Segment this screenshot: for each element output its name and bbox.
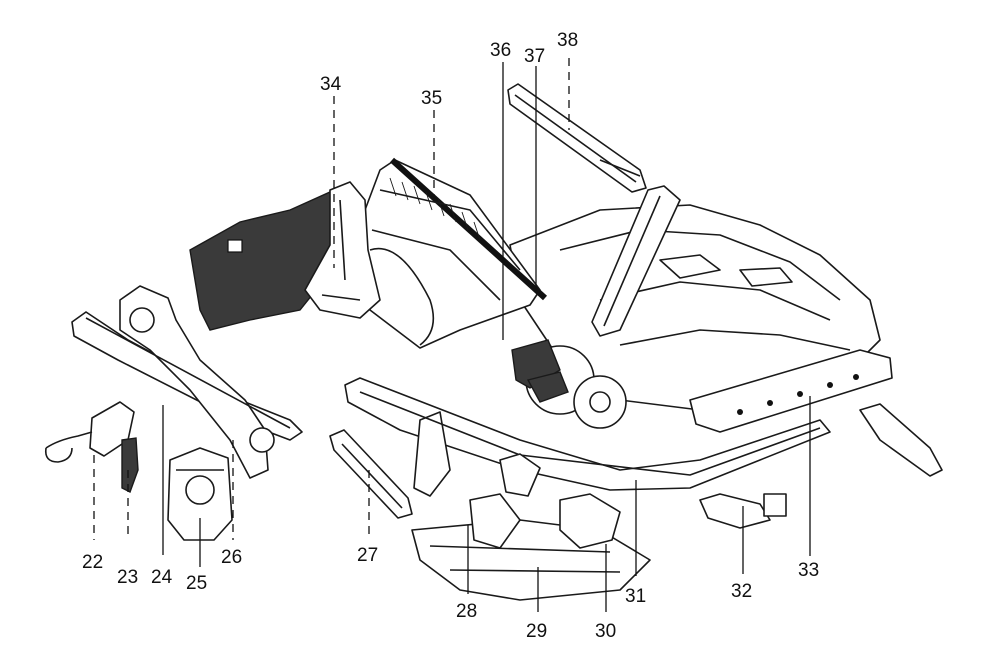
callout-36: 36 bbox=[490, 40, 511, 61]
floor-pan bbox=[509, 204, 881, 411]
part-38-cross-member bbox=[507, 83, 647, 193]
part-37-mount bbox=[526, 371, 569, 403]
callout-26: 26 bbox=[221, 547, 242, 568]
part-24-front-frame bbox=[71, 285, 303, 479]
callout-37: 37 bbox=[524, 46, 545, 67]
callout-33: 33 bbox=[798, 560, 819, 581]
part-31-subframe bbox=[344, 377, 831, 497]
callout-29: 29 bbox=[526, 621, 547, 642]
part-25-bracket-plate bbox=[167, 447, 233, 541]
part-32-bracket bbox=[699, 493, 787, 529]
part-27-tube-member bbox=[329, 429, 413, 519]
part-22-hook-bracket bbox=[44, 401, 135, 463]
callout-38: 38 bbox=[557, 30, 578, 51]
callout-30: 30 bbox=[595, 621, 616, 642]
callout-25: 25 bbox=[186, 573, 207, 594]
callout-28: 28 bbox=[456, 601, 477, 622]
part-35-bulkhead bbox=[359, 157, 548, 349]
callout-23: 23 bbox=[117, 567, 138, 588]
callout-24: 24 bbox=[151, 567, 173, 588]
part-23-strap bbox=[121, 437, 139, 493]
callout-35: 35 bbox=[421, 88, 442, 109]
part-34-wheel-arch bbox=[189, 181, 381, 331]
part-28-bracket bbox=[469, 493, 521, 549]
part-33-side-member bbox=[689, 349, 943, 477]
callout-labels: 22 23 24 25 26 27 28 29 30 31 32 33 34 3… bbox=[82, 30, 819, 642]
diagonal-brace bbox=[591, 185, 681, 337]
callout-22: 22 bbox=[82, 552, 103, 573]
callout-31: 31 bbox=[625, 586, 646, 607]
callout-27: 27 bbox=[357, 545, 378, 566]
callout-34: 34 bbox=[320, 74, 342, 95]
part-30-bracket bbox=[559, 493, 621, 549]
callout-32: 32 bbox=[731, 581, 752, 602]
leader-lines bbox=[93, 58, 811, 612]
